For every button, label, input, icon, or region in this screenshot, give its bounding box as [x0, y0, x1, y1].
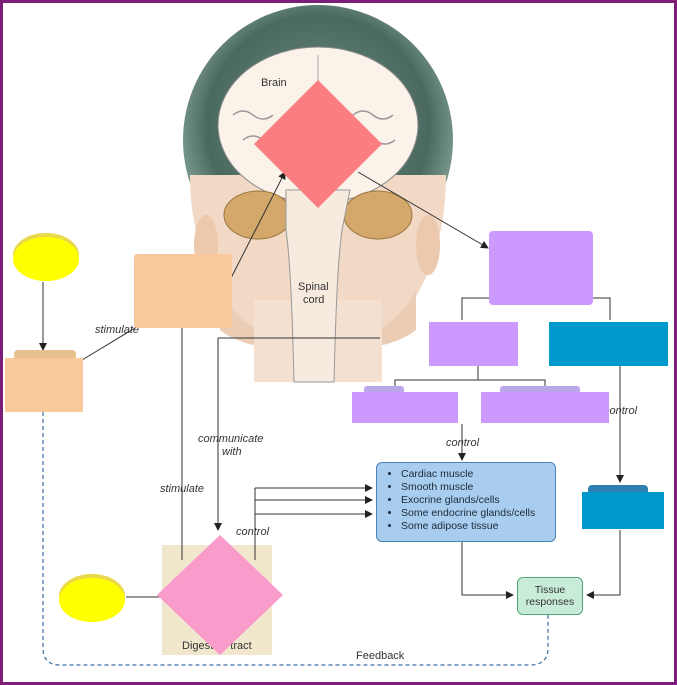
- stimulate-mid-label: stimulate: [160, 483, 204, 495]
- tissue-responses-label: Tissue responses: [525, 584, 575, 608]
- peach-box-center[interactable]: [134, 254, 232, 328]
- control-right-label: control: [604, 405, 638, 417]
- lavender-box-mid[interactable]: [429, 322, 518, 366]
- teal-box-top[interactable]: [549, 322, 668, 366]
- feedback-label: Feedback: [356, 650, 405, 662]
- effector-item: Smooth muscle: [401, 481, 555, 494]
- feedback-loop: [42, 412, 549, 666]
- control-left-label: control: [236, 526, 270, 538]
- pink-diamond[interactable]: [157, 535, 283, 655]
- brain-label: Brain: [261, 77, 287, 89]
- yellow-oval-top[interactable]: [13, 237, 79, 281]
- effector-item: Some adipose tissue: [401, 520, 555, 533]
- effector-item: Cardiac muscle: [401, 468, 555, 481]
- yellow-oval-bottom[interactable]: [59, 578, 125, 622]
- head-illustration: [183, 5, 453, 383]
- tissue-responses-box: Tissue responses: [517, 577, 583, 615]
- effector-item: Some endocrine glands/cells: [401, 507, 555, 520]
- lavender-box-top[interactable]: [489, 231, 593, 305]
- stimulate-left-label: stimulate: [95, 324, 139, 336]
- teal-box-bottom[interactable]: [582, 492, 664, 529]
- control-mid-label: control: [446, 437, 480, 449]
- red-diamond[interactable]: [254, 80, 382, 208]
- peach-box-left[interactable]: [5, 358, 83, 412]
- peach-box-left-tab: [14, 350, 76, 360]
- lavender-box-bottom-right[interactable]: [481, 392, 609, 423]
- lavender-box-bottom-left[interactable]: [352, 392, 458, 423]
- effector-item: Exocrine glands/cells: [401, 494, 555, 507]
- effectors-list-box: Cardiac muscle Smooth muscle Exocrine gl…: [376, 462, 556, 542]
